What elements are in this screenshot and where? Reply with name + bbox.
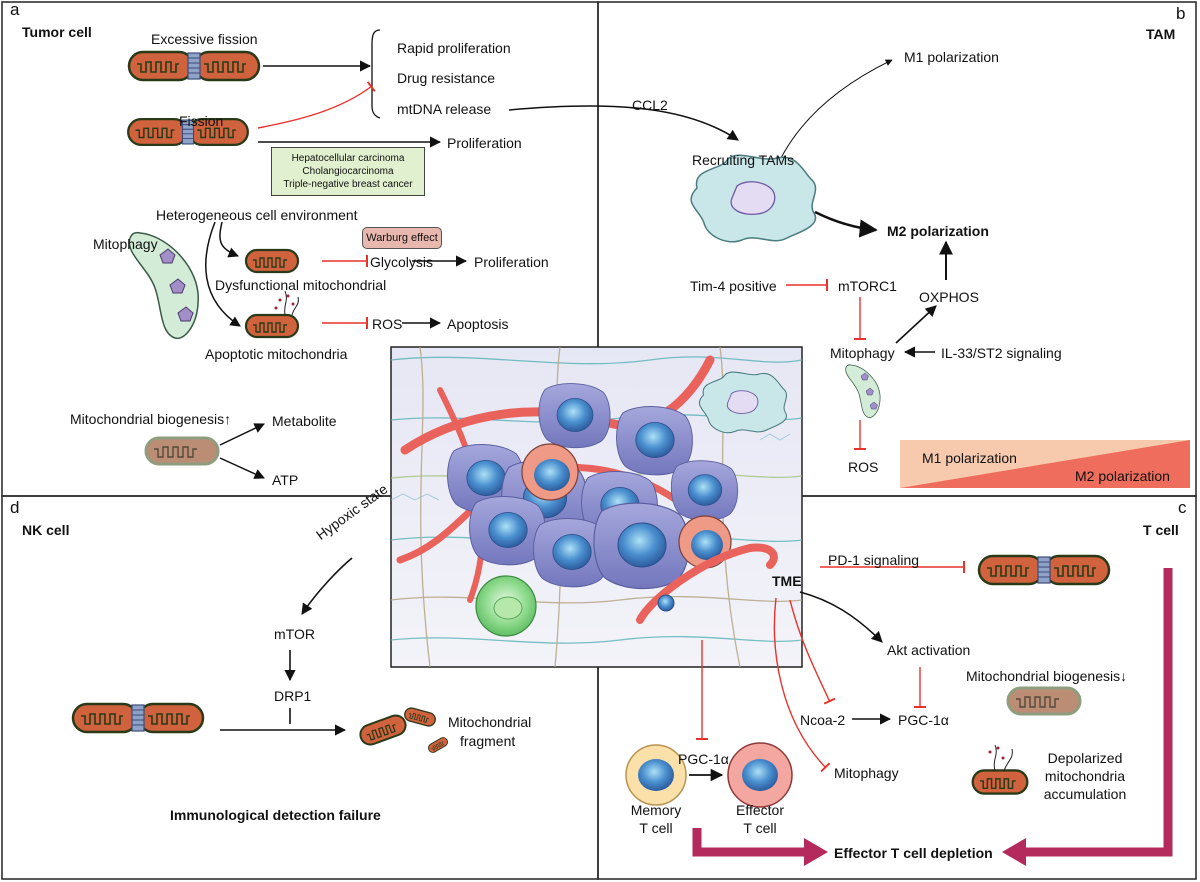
dysfunctional-label: Dysfunctional mitochondrial [215, 277, 387, 293]
tumor-microenvironment-image [390, 346, 803, 668]
ncoa2-label: Ncoa-2 [800, 712, 846, 728]
inhibition-tme-to-ncoa2 [789, 599, 836, 705]
drp1-label: DRP1 [274, 688, 312, 704]
panel-b-title: TAM [1146, 26, 1176, 42]
tcell-mitophagy-label: Mitophagy [834, 765, 899, 781]
pd1-label: PD-1 signaling [828, 552, 920, 568]
tim4-label: Tim-4 positive [690, 278, 777, 294]
arrow-biogenesis-to-atp [219, 457, 265, 479]
cancer-type-2: Cholangiocarcinoma [302, 166, 394, 177]
panel-c-letter: c [1178, 498, 1187, 517]
arrow-hypoxic-to-mtor [301, 557, 353, 615]
mtor-label: mTOR [274, 626, 315, 642]
tam-mitophagy-label: Mitophagy [830, 345, 895, 361]
cancer-types-box: Hepatocellular carcinoma Cholangiocarcin… [271, 147, 425, 196]
m2-polarization-label: M2 polarization [887, 223, 989, 239]
m1-polarization-label: M1 polarization [904, 49, 999, 65]
detection-failure-label: Immunological detection failure [170, 807, 381, 823]
panel-c-title: T cell [1143, 522, 1179, 538]
pgc1a-right-label: PGC-1α [898, 712, 949, 728]
warburg-effect-badge: Warburg effect [362, 227, 442, 249]
recruiting-tams-label: Recruiting TAMs [692, 152, 795, 168]
depletion-arrow-left [692, 828, 808, 857]
arrow-mitophagy-to-oxphos [895, 305, 937, 344]
excessive-fission-label: Excessive fission [151, 31, 258, 47]
apoptosis-label: Apoptosis [447, 316, 509, 332]
rapid-proliferation-label: Rapid proliferation [397, 40, 511, 56]
ros-label: ROS [372, 316, 403, 332]
arrow-tme-to-akt [799, 591, 883, 643]
panel-c-border [597, 495, 1197, 880]
arrow-tam-to-m2 [814, 210, 878, 238]
effector-label-1: Effector [736, 802, 784, 818]
arrow-env-to-dysfunctional [219, 221, 239, 258]
arrow-biogenesis-to-metabolite [219, 423, 265, 446]
arrow-env-to-apoptotic [205, 221, 241, 327]
mitophagy-label: Mitophagy [93, 236, 158, 252]
fragment-label-2: fragment [460, 733, 516, 749]
panel-d-title: NK cell [22, 522, 70, 538]
biogenesis-up-label: Mitochondrial biogenesis↑ [70, 411, 232, 427]
fragment-label-1: Mitochondrial [448, 714, 532, 730]
glycolysis-label: Glycolysis [370, 254, 434, 270]
polarization-gradient-m2 [900, 440, 1190, 488]
pgc1a-left-label: PGC-1α [678, 751, 729, 767]
metabolite-label: Metabolite [272, 413, 337, 429]
inhibition-fission-to-outcomes [257, 81, 376, 129]
depolarized-label-1: Depolarized [1047, 750, 1123, 766]
ccl2-label: CCL2 [632, 97, 668, 113]
cancer-type-1: Hepatocellular carcinoma [291, 153, 405, 164]
cancer-type-3: Triple-negative breast cancer [283, 179, 413, 190]
fission-label: Fission [179, 113, 224, 129]
proliferation-label: Proliferation [447, 135, 522, 151]
il33-st2-label: IL-33/ST2 signaling [941, 345, 1062, 361]
proliferation-2-label: Proliferation [474, 254, 549, 270]
oxphos-label: OXPHOS [919, 289, 979, 305]
tme-label: TME [772, 573, 802, 589]
inhibition-tme-to-mitophagy [773, 597, 831, 773]
hypoxic-state-label: Hypoxic state [313, 480, 391, 543]
panel-d-letter: d [10, 498, 20, 517]
atp-label: ATP [272, 472, 299, 488]
heterogeneous-env-label: Heterogeneous cell environment [156, 207, 358, 223]
akt-label: Akt activation [887, 642, 971, 658]
apoptotic-label: Apoptotic mitochondria [205, 346, 348, 362]
drug-resistance-label: Drug resistance [397, 70, 496, 86]
panel-b-letter: b [1176, 4, 1186, 23]
tam-ros-label: ROS [848, 459, 879, 475]
effector-label-2: T cell [743, 820, 777, 836]
depolarized-label-2: mitochondria [1044, 768, 1126, 784]
memory-label-2: T cell [639, 820, 673, 836]
panel-a-letter: a [10, 0, 20, 19]
depolarized-label-3: accumulation [1043, 786, 1127, 802]
panel-a-title: Tumor cell [22, 24, 92, 40]
outcomes-brace [371, 29, 381, 119]
memory-label-1: Memory [630, 802, 682, 818]
arrow-mtdna-to-tam [508, 105, 739, 141]
mtorc1-label: mTORC1 [838, 278, 897, 294]
mtdna-release-label: mtDNA release [397, 101, 492, 117]
gradient-m1-label: M1 polarization [922, 450, 1017, 466]
depletion-arrow-right [1018, 568, 1173, 857]
gradient-m2-label: M2 polarization [1075, 468, 1170, 484]
tcell-biogenesis-label: Mitochondrial biogenesis↓ [966, 668, 1128, 684]
depletion-label: Effector T cell depletion [834, 845, 993, 861]
